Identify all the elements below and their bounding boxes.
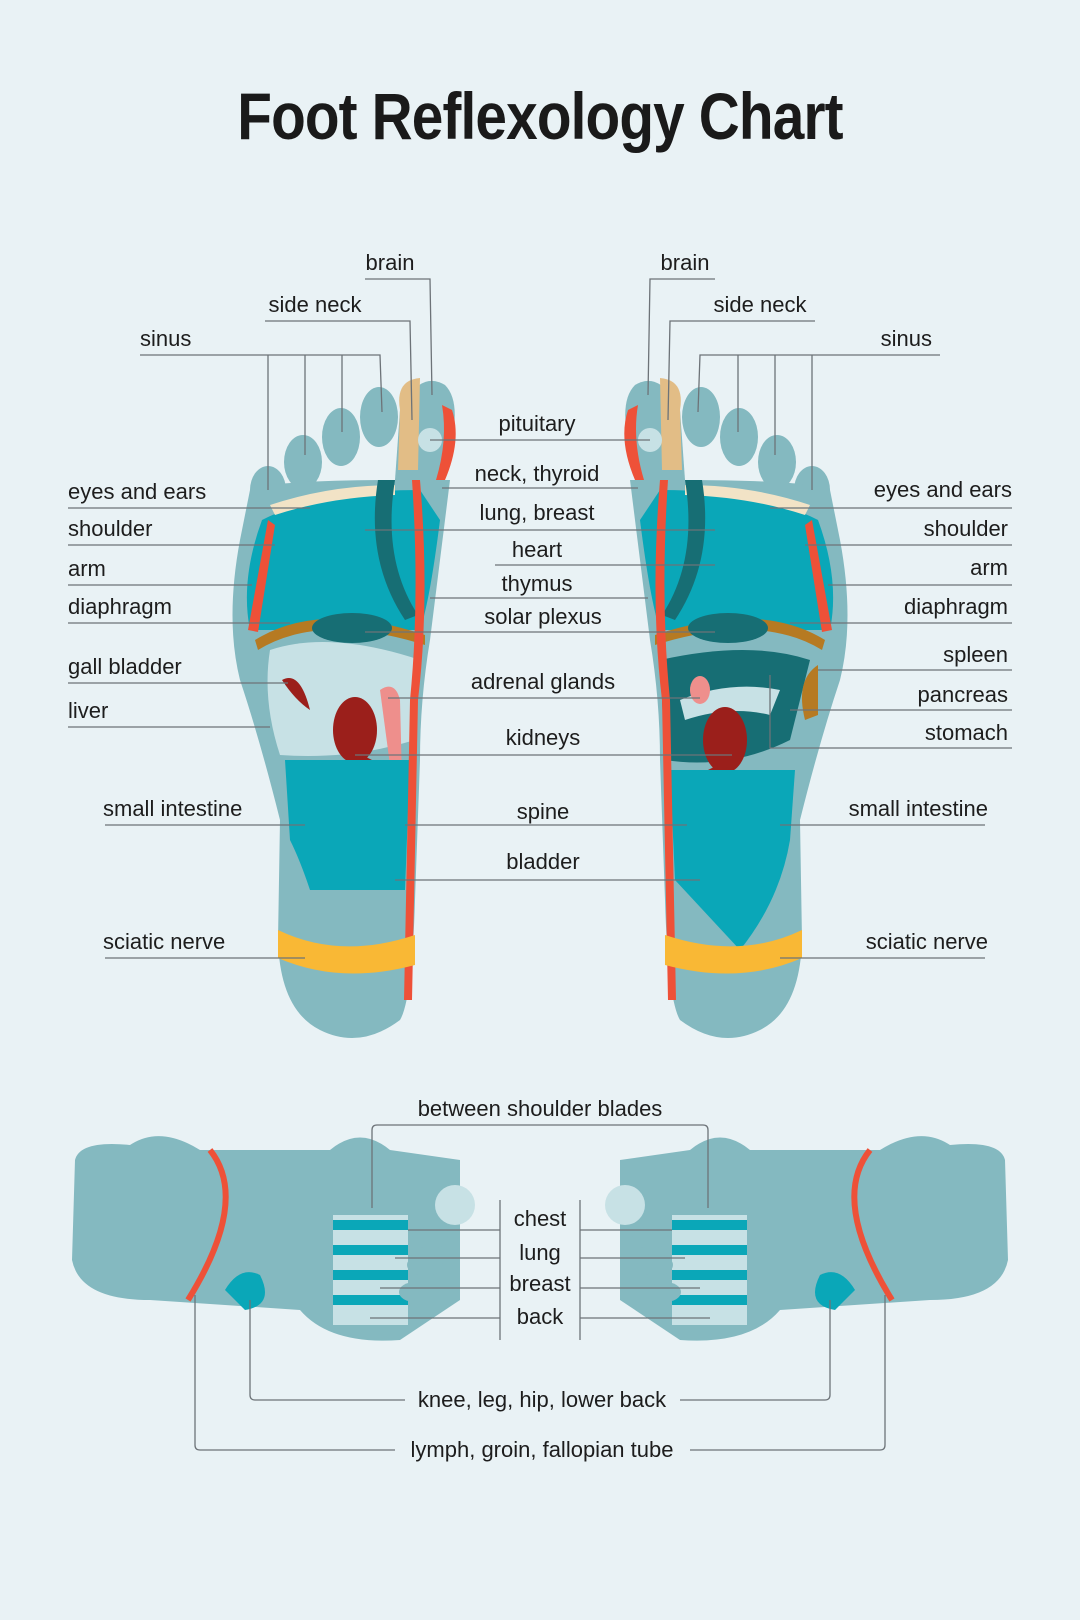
label-solar-plexus: solar plexus (484, 604, 602, 629)
label-lymph-groin-fallopian-tube: lymph, groin, fallopian tube (410, 1437, 674, 1462)
right-top-foot (605, 1136, 1008, 1341)
label-right-eyes-ears: eyes and ears (873, 477, 1012, 502)
label-kidneys: kidneys (505, 725, 581, 750)
label-right-pancreas: pancreas (917, 682, 1008, 707)
label-heart: heart (511, 537, 563, 562)
label-adrenal-glands: adrenal glands (470, 669, 616, 694)
label-chest: chest (513, 1206, 567, 1231)
label-right-sciatic-nerve: sciatic nerve (865, 929, 988, 954)
leader-lines (68, 278, 1012, 1451)
label-left-shoulder: shoulder (68, 516, 153, 541)
label-breast: breast (509, 1271, 571, 1296)
label-right-spleen: spleen (943, 642, 1008, 667)
label-knee-leg-hip-lower-back: knee, leg, hip, lower back (417, 1387, 667, 1412)
label-back: back (516, 1304, 564, 1329)
label-right-shoulder: shoulder (923, 516, 1008, 541)
label-right-stomach: stomach (924, 720, 1008, 745)
label-left-gall-bladder: gall bladder (68, 654, 182, 679)
right-sole (624, 378, 848, 1038)
label-left-diaphragm: diaphragm (68, 594, 172, 619)
label-right-brain: brain (660, 250, 710, 275)
left-sole (232, 378, 456, 1038)
label-right-side-neck: side neck (713, 292, 807, 317)
label-lung: lung (519, 1240, 561, 1265)
label-left-side-neck: side neck (268, 292, 362, 317)
label-left-sinus: sinus (140, 326, 192, 351)
label-bladder: bladder (506, 849, 580, 874)
label-right-diaphragm: diaphragm (904, 594, 1008, 619)
label-pituitary: pituitary (498, 411, 576, 436)
left-top-foot (72, 1136, 475, 1341)
label-left-liver: liver (68, 698, 109, 723)
label-spine: spine (516, 799, 570, 824)
label-left-small-intestine: small intestine (103, 796, 243, 821)
label-left-sciatic-nerve: sciatic nerve (103, 929, 226, 954)
label-right-arm: arm (970, 555, 1008, 580)
label-left-eyes-ears: eyes and ears (68, 479, 207, 504)
label-left-arm: arm (68, 556, 106, 581)
label-left-brain: brain (365, 250, 415, 275)
label-right-small-intestine: small intestine (848, 796, 988, 821)
label-thymus: thymus (501, 571, 573, 596)
label-right-sinus: sinus (880, 326, 932, 351)
chart-title: Foot Reflexology Chart (237, 79, 843, 153)
label-lung-breast: lung, breast (479, 500, 595, 525)
label-between-shoulder-blades: between shoulder blades (417, 1096, 663, 1121)
label-neck-thyroid: neck, thyroid (474, 461, 600, 486)
